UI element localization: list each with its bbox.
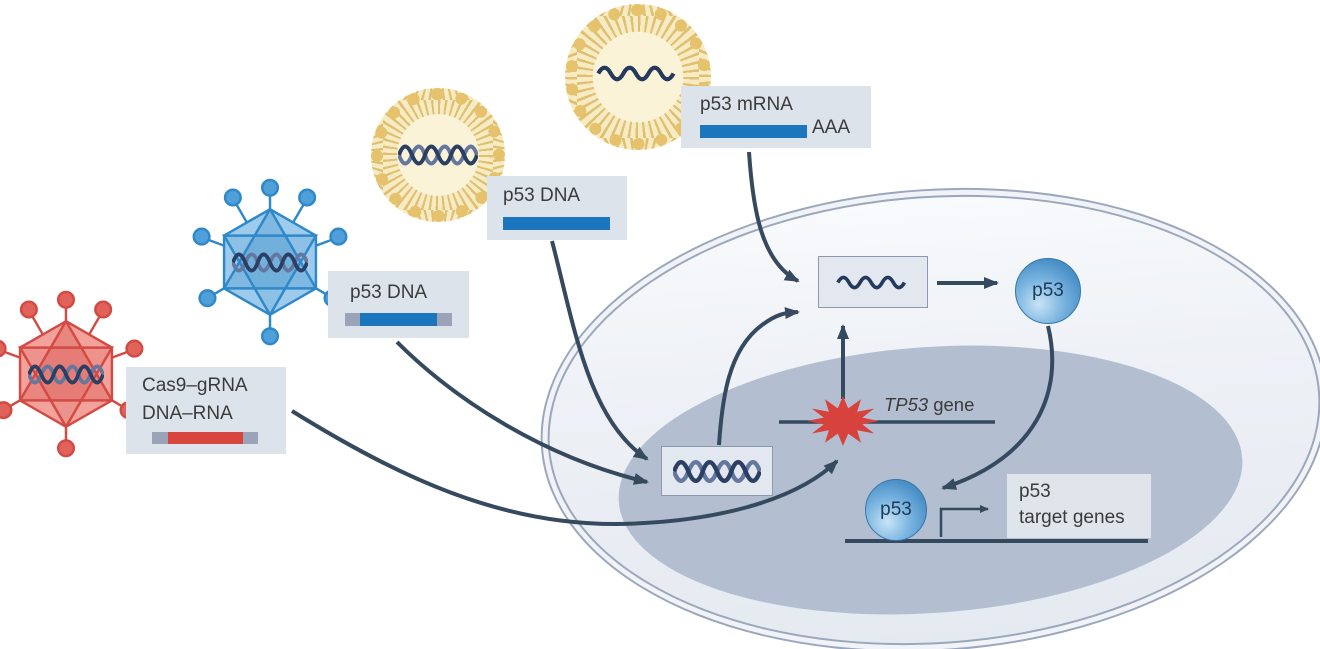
p53-protein-label: p53 [880, 499, 912, 520]
arrow-p53-nuclear-import [941, 325, 1055, 490]
lnp-dna-bar-blue [503, 217, 610, 230]
cas9-bar-gray-left [152, 432, 168, 444]
cas9-bar-red [168, 432, 243, 444]
cas9-label-box: Cas9–gRNA DNA–RNA [126, 367, 286, 454]
cas9-label-line1: Cas9–gRNA [142, 375, 248, 396]
cas9-bar [152, 432, 258, 444]
adeno-bar-gray-left [345, 313, 360, 326]
arrow-adeno-dna-delivery [395, 340, 649, 485]
dna-edit-starburst-icon [807, 396, 879, 446]
mrna-polya-tail: AAA [812, 117, 851, 138]
dna-helix-icon [398, 142, 478, 168]
arrow-mrna-delivery [747, 151, 800, 283]
lnp-dna-label-box: p53 DNA [487, 176, 627, 240]
dna-box [661, 446, 773, 496]
tp53-gene-suffix: gene [933, 394, 975, 415]
arrow-cas9-delivery [290, 409, 839, 527]
p53-protein-icon: p53 [865, 479, 927, 541]
mrna-label-box: p53 mRNA AAA [681, 86, 871, 148]
target-genes-line2: target genes [1019, 507, 1125, 529]
mrna-label: p53 mRNA [700, 94, 793, 115]
dna-helix-icon [232, 250, 308, 275]
arrow-dna-transcription [717, 307, 800, 446]
dna-helix-icon [673, 457, 761, 486]
p53-protein-icon: p53 [1015, 258, 1081, 324]
p53-protein-label: p53 [1032, 280, 1064, 301]
mrna-squiggle-icon [596, 62, 680, 85]
lnp-dna-bar [503, 217, 610, 230]
mrna-bar [700, 125, 807, 138]
mrna-bar-blue [700, 125, 807, 138]
promoter-arrow-icon [939, 505, 989, 537]
adeno-dna-bar [345, 313, 452, 326]
dna-helix-icon [28, 362, 104, 387]
lnp-dna-label: p53 DNA [503, 185, 581, 206]
cas9-bar-gray-right [243, 432, 258, 444]
adeno-bar-blue [360, 313, 437, 326]
tp53-gene-symbol: TP53 [884, 394, 929, 415]
mrna-squiggle-icon [836, 272, 910, 293]
adeno-dna-label: p53 DNA [350, 282, 428, 303]
adeno-dna-label-box: p53 DNA [328, 271, 469, 338]
arrow-lnp-dna-delivery [550, 240, 649, 461]
mrna-box [818, 256, 928, 308]
adeno-bar-gray-right [437, 313, 452, 326]
target-genes-line1: p53 [1019, 481, 1051, 502]
cas9-label-line2: DNA–RNA [142, 403, 233, 424]
target-genes-label-box: p53 target genes [1007, 474, 1151, 538]
